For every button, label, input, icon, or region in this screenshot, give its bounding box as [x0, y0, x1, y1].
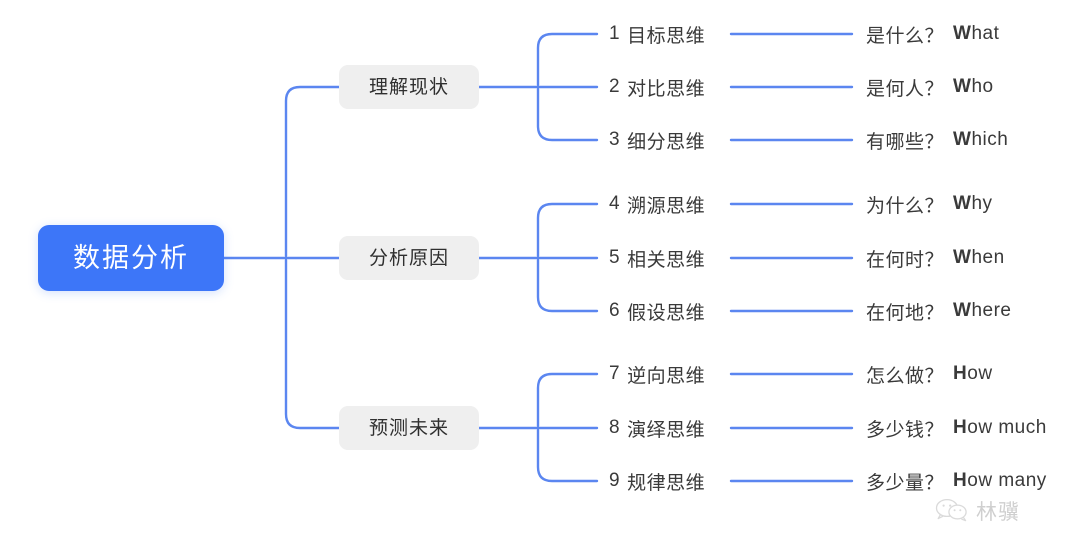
question-item-1-0-cap: W: [953, 193, 972, 214]
question-item-0-1-rest: ho: [971, 76, 994, 97]
thinking-item-1-1-num: 5: [609, 247, 621, 268]
thinking-item-2-1[interactable]: 8 演绎思维: [609, 416, 706, 441]
thinking-item-0-0-label: 目标思维: [627, 25, 706, 47]
branch-node-1-label: 分析原因: [368, 247, 449, 269]
question-item-2-2-cap: H: [953, 470, 968, 491]
thinking-item-1-1-label: 相关思维: [627, 249, 706, 271]
question-item-0-0-cap: W: [953, 23, 972, 44]
question-item-0-1-cap: W: [953, 76, 972, 97]
branch-node-1[interactable]: 分析原因: [339, 236, 479, 280]
thinking-item-0-1-num: 2: [609, 76, 621, 97]
question-item-0-0-cn: 是什么？: [866, 25, 945, 47]
question-item-2-2-rest: ow many: [967, 470, 1047, 491]
thinking-item-2-0-label: 逆向思维: [627, 365, 706, 387]
branch-node-2[interactable]: 预测未来: [339, 406, 479, 450]
question-item-1-1-cn: 在何时？: [866, 249, 945, 271]
thinking-item-0-2[interactable]: 3 细分思维: [609, 128, 706, 153]
question-item-2-0-cap: H: [953, 363, 968, 384]
question-item-1-1-rest: hen: [971, 247, 1005, 268]
thinking-item-0-0[interactable]: 1 目标思维: [609, 22, 706, 47]
question-item-0-2-rest: hich: [971, 129, 1009, 150]
thinking-item-0-2-label: 细分思维: [627, 131, 706, 153]
thinking-item-2-0-num: 7: [609, 363, 621, 384]
thinking-item-2-2[interactable]: 9 规律思维: [609, 469, 706, 494]
question-item-2-2-cn: 多少量？: [866, 472, 945, 494]
watermark-name: 林骥: [976, 501, 1020, 524]
question-item-2-0-rest: ow: [967, 363, 993, 384]
thinking-item-2-1-label: 演绎思维: [627, 419, 706, 441]
thinking-item-1-2-num: 6: [609, 300, 621, 321]
thinking-item-2-1-num: 8: [609, 417, 621, 438]
thinking-item-0-2-num: 3: [609, 129, 621, 150]
question-item-1-2-cap: W: [953, 300, 972, 321]
thinking-item-2-2-num: 9: [609, 470, 621, 491]
thinking-item-1-2[interactable]: 6 假设思维: [609, 299, 706, 324]
root-node-label: 数据分析: [73, 242, 189, 273]
question-item-1-2-rest: here: [971, 300, 1012, 321]
thinking-item-0-0-num: 1: [609, 23, 621, 44]
branch-node-0-label: 理解现状: [368, 76, 449, 98]
question-item-1-0-rest: hy: [971, 193, 993, 214]
thinking-item-2-2-label: 规律思维: [627, 472, 706, 494]
thinking-item-2-0[interactable]: 7 逆向思维: [609, 362, 706, 387]
thinking-item-0-1[interactable]: 2 对比思维: [609, 75, 706, 100]
thinking-item-1-0-num: 4: [609, 193, 621, 214]
thinking-item-1-2-label: 假设思维: [627, 302, 706, 324]
question-item-2-1-rest: ow much: [967, 417, 1047, 438]
watermark: 林骥: [935, 498, 1020, 527]
question-item-2-0-cn: 怎么做？: [866, 365, 945, 387]
branch-node-0[interactable]: 理解现状: [339, 65, 479, 109]
question-item-0-1-cn: 是何人？: [866, 78, 945, 100]
question-item-2-1-cap: H: [953, 417, 968, 438]
root-node[interactable]: 数据分析: [38, 225, 224, 291]
question-item-2-1-cn: 多少钱？: [866, 419, 945, 441]
question-item-1-1-cap: W: [953, 247, 972, 268]
branch-node-2-label: 预测未来: [368, 417, 449, 439]
question-item-1-0-cn: 为什么？: [866, 195, 945, 217]
thinking-item-1-0[interactable]: 4 溯源思维: [609, 192, 706, 217]
question-item-0-0-rest: hat: [971, 23, 1000, 44]
thinking-item-1-0-label: 溯源思维: [627, 195, 706, 217]
wechat-icon: [935, 498, 969, 527]
question-item-0-2-cap: W: [953, 129, 972, 150]
thinking-item-1-1[interactable]: 5 相关思维: [609, 246, 706, 271]
question-item-0-2-cn: 有哪些？: [866, 131, 945, 153]
thinking-item-0-1-label: 对比思维: [627, 78, 706, 100]
question-item-1-2-cn: 在何地？: [866, 302, 945, 324]
